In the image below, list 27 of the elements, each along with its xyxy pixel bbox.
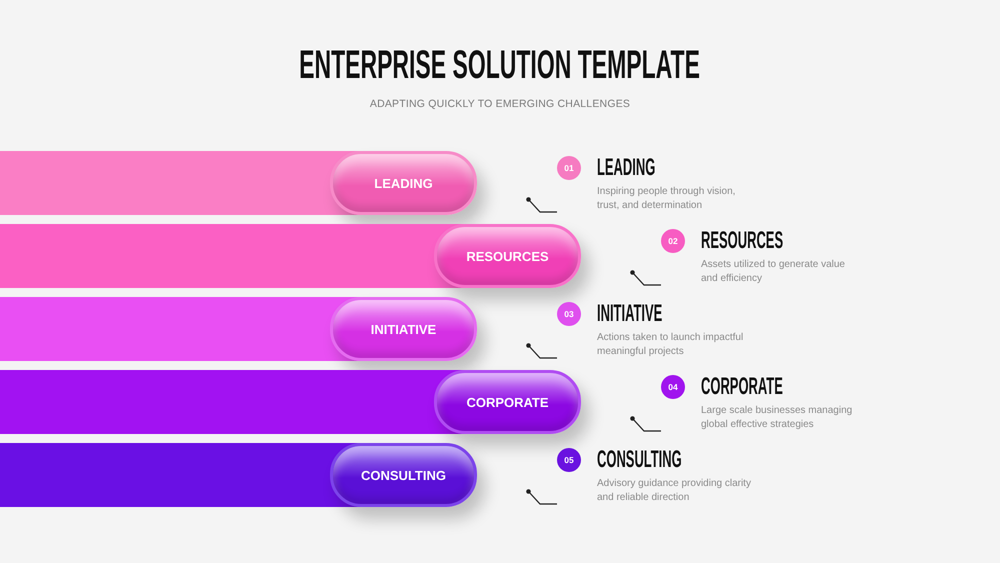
item-heading: CORPORATE xyxy=(701,374,783,400)
item-description: Assets utilized to generate value and efficiency xyxy=(701,258,846,285)
pill-label: RESOURCES xyxy=(434,224,581,288)
title: ENTERPRISE SOLUTION TEMPLATE xyxy=(300,44,700,86)
number-badge: 01 xyxy=(557,156,581,180)
number-badge: 02 xyxy=(661,229,685,253)
pill-label: CORPORATE xyxy=(434,370,581,434)
number-badge: 05 xyxy=(557,448,581,472)
item-heading: RESOURCES xyxy=(701,228,784,254)
color-band xyxy=(0,224,581,288)
item-description: Inspiring people through vision, trust, and determination xyxy=(597,185,736,212)
item-description: Large scale businesses managing global effective strategies xyxy=(701,404,854,431)
item-heading: CONSULTING xyxy=(597,447,682,473)
color-band xyxy=(0,297,477,361)
subtitle: ADAPTING QUICKLY TO EMERGING CHALLENGES xyxy=(370,98,630,110)
color-band xyxy=(0,443,477,507)
color-band xyxy=(0,151,477,215)
number-badge: 04 xyxy=(661,375,685,399)
item-heading: LEADING xyxy=(597,155,656,181)
number-badge: 03 xyxy=(557,302,581,326)
item-heading: INITIATIVE xyxy=(597,301,662,327)
pill-label: CONSULTING xyxy=(330,443,477,507)
item-description: Advisory guidance providing clarity and reliable direction xyxy=(597,477,752,504)
item-description: Actions taken to launch impactful meaningful projects xyxy=(597,331,744,358)
color-band xyxy=(0,370,581,434)
pill-label: LEADING xyxy=(330,151,477,215)
pill-label: INITIATIVE xyxy=(330,297,477,361)
